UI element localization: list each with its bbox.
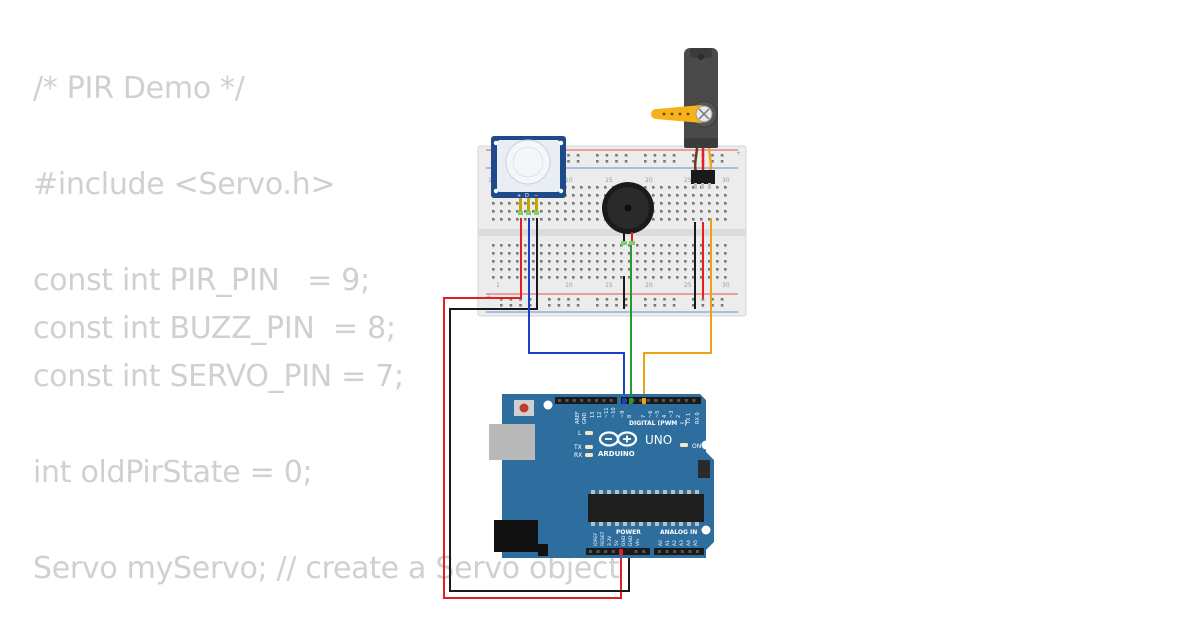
- pir-sensor[interactable]: + D −: [491, 136, 566, 215]
- pin-label: ~9: [620, 411, 626, 418]
- pin-label: GND: [628, 535, 634, 546]
- pin-label: 2: [676, 415, 682, 418]
- code-line: const int SERVO_PIN = 7;: [33, 359, 404, 394]
- pin-label: Vin: [635, 539, 641, 546]
- column-number: 15: [605, 282, 613, 289]
- power-pin-holes: [589, 550, 699, 553]
- pin-label: 8: [627, 415, 633, 418]
- pin-label: IOREF: [593, 532, 599, 546]
- code-line: const int BUZZ_PIN = 8;: [33, 311, 396, 346]
- column-number: 1: [488, 177, 492, 184]
- chip-pins: [591, 490, 699, 526]
- analog-label: ANALOG IN: [660, 529, 697, 536]
- column-number: 15: [605, 177, 613, 184]
- pin-label: GND: [582, 412, 588, 424]
- pin-label: AREF: [575, 411, 581, 424]
- rail-plus-label: +: [736, 150, 741, 157]
- wire-orange-servo[interactable]: [643, 218, 712, 404]
- pin-label: A0: [658, 540, 664, 546]
- column-number: 10: [565, 282, 573, 289]
- pin-label: RX 0: [695, 412, 701, 424]
- pin-label: 7: [641, 415, 647, 418]
- column-number: 30: [722, 282, 730, 289]
- pin-label: 3.3V: [607, 535, 613, 546]
- pin-label: A5: [693, 540, 699, 546]
- code-line: const int PIR_PIN = 9;: [33, 263, 370, 298]
- led-label: L: [578, 430, 582, 437]
- pin-label: A4: [686, 540, 692, 546]
- wire-blue-signal[interactable]: [528, 218, 625, 404]
- pin-label: GND: [621, 535, 627, 546]
- servo-motor[interactable]: [651, 48, 718, 189]
- pin-label: 13: [590, 412, 596, 418]
- pir-dome-icon: [505, 139, 551, 185]
- digital-header-right: [621, 397, 701, 404]
- column-number: 30: [722, 177, 730, 184]
- column-number: 10: [565, 177, 573, 184]
- pin-label: 4: [662, 415, 668, 418]
- code-line: /* PIR Demo */: [33, 71, 245, 106]
- arduino-uno-board[interactable]: AREF GND 13 12 ~11 ~10 ~9 8 7 ~6 ~5 4 ~3…: [489, 394, 714, 558]
- microcontroller-chip: [588, 494, 704, 522]
- column-number: 25: [684, 177, 692, 184]
- digital-header-left: [555, 397, 617, 404]
- pir-pin-label: D: [525, 193, 529, 199]
- pin-label: 12: [597, 412, 603, 418]
- pin-label: ~6: [648, 411, 654, 418]
- pin-label: A3: [679, 540, 685, 546]
- arduino-logo-icon: [598, 431, 638, 447]
- breadboard-holes: [492, 154, 727, 307]
- led-label: RX: [574, 452, 582, 459]
- analog-header: [654, 548, 704, 555]
- pin-label: 5V: [614, 539, 620, 546]
- power-header: [586, 548, 650, 555]
- pir-pin-label: +: [517, 193, 521, 199]
- pin-label: ~3: [669, 411, 675, 418]
- wires: [443, 218, 712, 599]
- pir-pin-label: −: [534, 193, 538, 199]
- model-label: UNO: [645, 433, 672, 447]
- on-label: ON: [692, 443, 701, 450]
- buzzer-hole-icon: [624, 204, 632, 212]
- brand-label: ARDUINO: [598, 450, 635, 458]
- led-label: TX: [573, 444, 582, 451]
- power-jack: [494, 520, 538, 552]
- pin-label: RESET: [600, 531, 606, 546]
- column-number: 20: [645, 177, 653, 184]
- piezo-buzzer[interactable]: [602, 182, 654, 245]
- reset-button-icon: [519, 403, 529, 413]
- pin-label: ~10: [611, 407, 617, 418]
- digital-pin-holes: [558, 399, 696, 402]
- wire-black-gnd[interactable]: [449, 218, 630, 592]
- wire-terminals: [619, 398, 646, 555]
- pin-label: TX 1: [686, 413, 692, 425]
- column-number: 20: [645, 282, 653, 289]
- pin-label: ~5: [655, 411, 661, 418]
- column-number: 1: [496, 282, 500, 289]
- code-line: #include <Servo.h>: [33, 167, 336, 202]
- column-number: 25: [684, 282, 692, 289]
- pin-label: A2: [672, 540, 678, 546]
- power-label: POWER: [616, 529, 641, 536]
- pin-label: ~11: [604, 407, 610, 418]
- digital-label: DIGITAL (PWM ~): [629, 420, 687, 427]
- code-line: int oldPirState = 0;: [33, 455, 313, 490]
- pin-label: A1: [665, 540, 671, 546]
- usb-port: [489, 424, 535, 460]
